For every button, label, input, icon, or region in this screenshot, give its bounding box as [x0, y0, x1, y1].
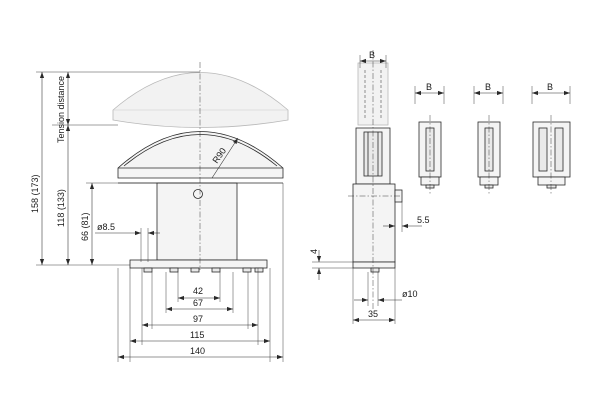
dia10-label: ø10: [402, 289, 418, 299]
housing-body: [156, 182, 238, 261]
dim-35-label: 35: [368, 309, 378, 319]
roller-variant-double: B: [473, 82, 504, 195]
side-base-tab: [370, 267, 380, 273]
radius-leader: [211, 137, 239, 179]
side-upright: [352, 183, 396, 263]
side-base: [352, 261, 396, 269]
roller-variant-triple: B: [531, 82, 571, 195]
side-view: B 5.5 4 ø10 35: [309, 50, 430, 324]
front-view: R90 ø8.5 158 (173) Tension distance 118 …: [30, 62, 289, 362]
width-115-label: 115: [190, 330, 204, 340]
width-42-label: 42: [193, 286, 203, 296]
variant1-b-label: B: [426, 82, 432, 92]
pivot-hole: [193, 189, 203, 199]
side-b-label: B: [369, 50, 375, 60]
width-67-label: 67: [193, 298, 203, 308]
dim-5-5-label: 5.5: [417, 215, 430, 225]
width-140-label: 140: [190, 346, 205, 356]
height-66-label: 66 (81): [80, 212, 90, 241]
dia85-label: ø8.5: [97, 222, 115, 232]
overall-height-label: 158 (173): [30, 174, 40, 213]
dim-4-label: 4: [309, 249, 319, 254]
height-118-label: 118 (133): [56, 189, 66, 227]
dome-inner-arc: [123, 134, 278, 167]
dome-tensioned-ghost: [112, 72, 289, 128]
base-plate: [129, 259, 268, 269]
width-97-label: 97: [193, 314, 203, 324]
dome-body: [117, 131, 284, 179]
tension-distance-label: Tension distance: [56, 76, 66, 143]
variant3-b-label: B: [547, 82, 553, 92]
base-feet: [143, 267, 264, 273]
variant2-b-label: B: [485, 82, 491, 92]
roller-variant-single: B: [414, 82, 445, 195]
